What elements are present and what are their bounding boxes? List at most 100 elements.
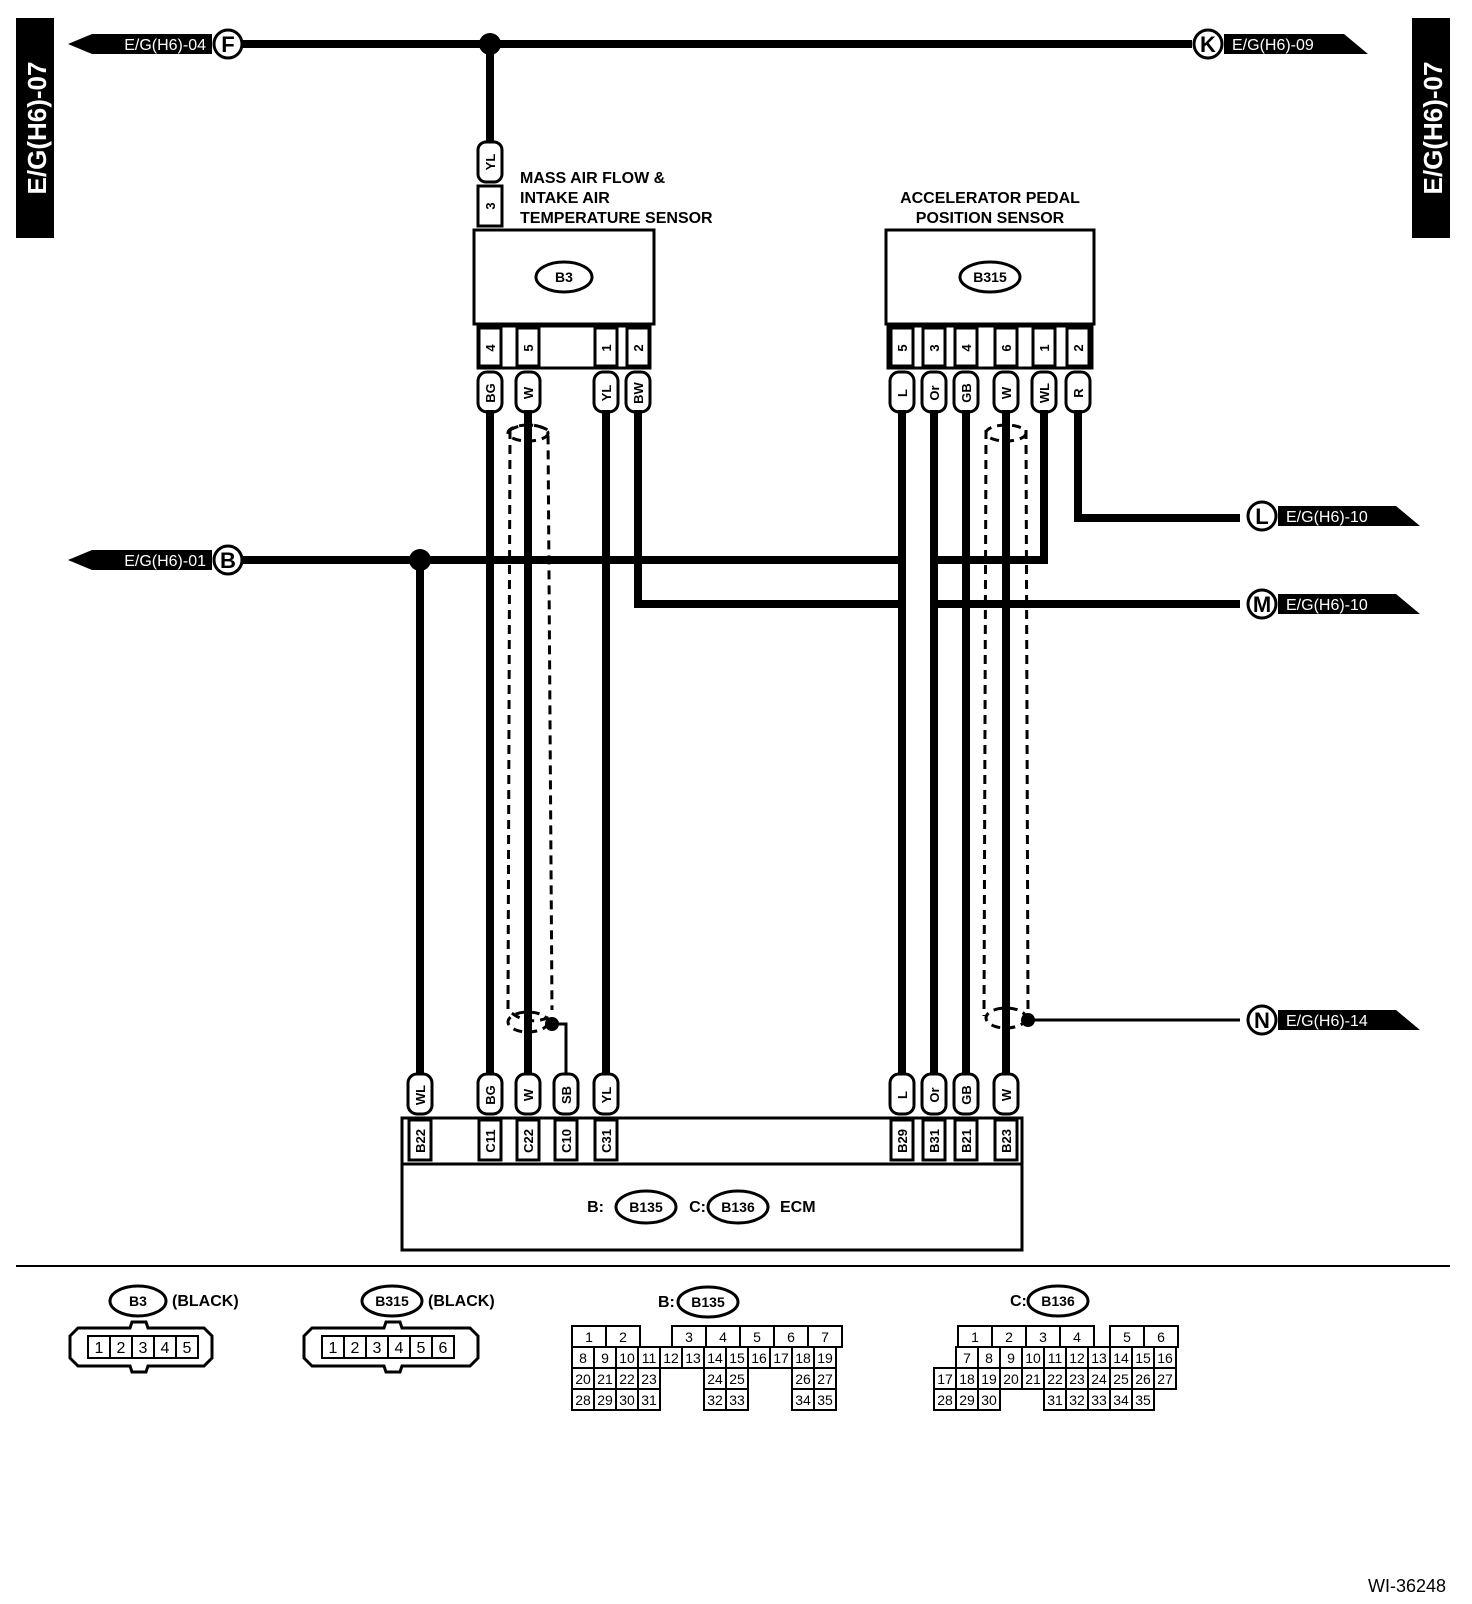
svg-text:E/G(H6)-10: E/G(H6)-10 bbox=[1286, 509, 1368, 526]
offpage-connector-k[interactable]: K E/G(H6)-09 bbox=[1192, 28, 1368, 60]
svg-text:TEMPERATURE SENSOR: TEMPERATURE SENSOR bbox=[520, 210, 713, 227]
pin-label: 3 bbox=[1039, 1329, 1047, 1345]
ecm-pin-C22: C22 bbox=[521, 1129, 536, 1153]
maf-top-wire-tag: YL 3 bbox=[476, 140, 504, 228]
bus-top bbox=[240, 33, 1192, 148]
apps-pin-5: 5 bbox=[895, 344, 910, 351]
pin-label: 6 bbox=[1157, 1329, 1165, 1345]
pin-label: 4 bbox=[1073, 1329, 1081, 1345]
apps-wire-1: WL bbox=[1037, 383, 1052, 403]
pin-label: 26 bbox=[1135, 1371, 1151, 1387]
pin-label: 30 bbox=[981, 1392, 997, 1408]
pin-label: 4 bbox=[161, 1340, 170, 1357]
svg-text:B315: B315 bbox=[375, 1293, 409, 1309]
pin-label: 6 bbox=[439, 1340, 448, 1357]
svg-text:B:: B: bbox=[587, 1199, 604, 1216]
ecm-pin-B31: B31 bbox=[927, 1129, 942, 1153]
ecm-wire-B21: GB bbox=[959, 1085, 974, 1105]
pin-label: 10 bbox=[619, 1350, 635, 1366]
pin-label: 9 bbox=[601, 1350, 609, 1366]
offpage-connector-f[interactable]: E/G(H6)-04 F bbox=[68, 28, 244, 60]
pin-label: 12 bbox=[1069, 1350, 1085, 1366]
side-tab-right: E/G(H6)-07 bbox=[1412, 18, 1450, 238]
pin-label: 13 bbox=[1091, 1350, 1107, 1366]
svg-text:E/G(H6)-07: E/G(H6)-07 bbox=[22, 62, 52, 195]
pin-label: 33 bbox=[1091, 1392, 1107, 1408]
ecm-pin-B21: B21 bbox=[959, 1129, 974, 1153]
svg-text:(BLACK): (BLACK) bbox=[428, 1293, 495, 1310]
svg-text:N: N bbox=[1254, 1008, 1270, 1033]
pin-label: 14 bbox=[707, 1350, 723, 1366]
pin-label: 24 bbox=[1091, 1371, 1107, 1387]
pin-label: 11 bbox=[642, 1350, 657, 1366]
svg-text:F: F bbox=[221, 32, 234, 57]
pin-label: 5 bbox=[183, 1340, 192, 1357]
pin-label: 34 bbox=[1113, 1392, 1129, 1408]
svg-text:E/G(H6)-07: E/G(H6)-07 bbox=[1418, 62, 1448, 195]
pin-label: 27 bbox=[817, 1371, 833, 1387]
pin-label: 20 bbox=[1003, 1371, 1019, 1387]
pin-label: 15 bbox=[729, 1350, 745, 1366]
wires bbox=[240, 410, 1240, 1074]
pin-label: 10 bbox=[1025, 1350, 1041, 1366]
svg-text:M: M bbox=[1253, 592, 1271, 617]
ecm-connector-pins: WLB22BGC11WC22SBC10YLC31LB29OrB31GBB21WB… bbox=[406, 1072, 1020, 1162]
pin-label: 2 bbox=[351, 1340, 360, 1357]
svg-text:B315: B315 bbox=[973, 269, 1007, 285]
ecm-pin-B23: B23 bbox=[999, 1129, 1014, 1153]
ecm-pin-B29: B29 bbox=[895, 1129, 910, 1153]
svg-text:K: K bbox=[1200, 32, 1216, 57]
svg-text:B135: B135 bbox=[629, 1199, 663, 1215]
pin-label: 2 bbox=[1005, 1329, 1013, 1345]
pin-label: 5 bbox=[417, 1340, 426, 1357]
offpage-connector-n[interactable]: N E/G(H6)-14 bbox=[1246, 1004, 1420, 1036]
svg-text:YL: YL bbox=[483, 154, 498, 171]
apps-wire-3: Or bbox=[927, 385, 942, 400]
pin-label: 11 bbox=[1048, 1350, 1063, 1366]
pin-label: 2 bbox=[117, 1340, 126, 1357]
pin-label: 1 bbox=[329, 1340, 338, 1357]
pin-label: 14 bbox=[1113, 1350, 1129, 1366]
maf-title: MASS AIR FLOW & INTAKE AIR TEMPERATURE S… bbox=[520, 170, 713, 227]
svg-text:INTAKE AIR: INTAKE AIR bbox=[520, 190, 610, 207]
pin-label: 19 bbox=[981, 1371, 997, 1387]
pin-label: 13 bbox=[685, 1350, 701, 1366]
svg-text:B136: B136 bbox=[721, 1199, 755, 1215]
pin-label: 25 bbox=[729, 1371, 745, 1387]
svg-text:E/G(H6)-04: E/G(H6)-04 bbox=[124, 37, 206, 54]
pin-label: 3 bbox=[373, 1340, 382, 1357]
pin-label: 21 bbox=[597, 1371, 613, 1387]
ecm-box: B: B135 C: B136 ECM bbox=[400, 1116, 1024, 1252]
pin-label: 1 bbox=[971, 1329, 979, 1345]
document-id: WI-36248 bbox=[1368, 1576, 1446, 1596]
pin-label: 22 bbox=[619, 1371, 635, 1387]
svg-text:B3: B3 bbox=[129, 1293, 147, 1309]
svg-text:C:: C: bbox=[1010, 1293, 1027, 1310]
svg-text:L: L bbox=[1255, 504, 1268, 529]
apps-wire-4: GB bbox=[959, 383, 974, 403]
ecm-pin-B22: B22 bbox=[413, 1129, 428, 1153]
maf-wire-5: W bbox=[521, 386, 536, 399]
ecm-wire-B22: WL bbox=[413, 1085, 428, 1105]
ecm-pin-C31: C31 bbox=[599, 1129, 614, 1153]
pin-label: 29 bbox=[959, 1392, 975, 1408]
ecm-wire-C10: SB bbox=[559, 1086, 574, 1104]
offpage-connector-l[interactable]: L E/G(H6)-10 bbox=[1246, 500, 1420, 532]
offpage-connector-m[interactable]: M E/G(H6)-10 bbox=[1246, 588, 1420, 620]
apps-wire-5: L bbox=[895, 389, 910, 397]
offpage-connector-b[interactable]: E/G(H6)-01 B bbox=[68, 544, 244, 576]
apps-title: ACCELERATOR PEDAL POSITION SENSOR bbox=[900, 190, 1080, 227]
ecm-wire-C31: YL bbox=[599, 1087, 614, 1104]
svg-text:E/G(H6)-10: E/G(H6)-10 bbox=[1286, 597, 1368, 614]
pin-label: 34 bbox=[795, 1392, 811, 1408]
maf-sensor-box: B3 bbox=[472, 228, 656, 370]
maf-wire-2: BW bbox=[631, 381, 646, 403]
svg-text:B:: B: bbox=[658, 1294, 675, 1311]
pin-label: 17 bbox=[937, 1371, 953, 1387]
pin-label: 4 bbox=[395, 1340, 404, 1357]
apps-wire-2: R bbox=[1071, 388, 1086, 398]
pin-label: 23 bbox=[1069, 1371, 1085, 1387]
apps-wire-6: W bbox=[999, 386, 1014, 399]
